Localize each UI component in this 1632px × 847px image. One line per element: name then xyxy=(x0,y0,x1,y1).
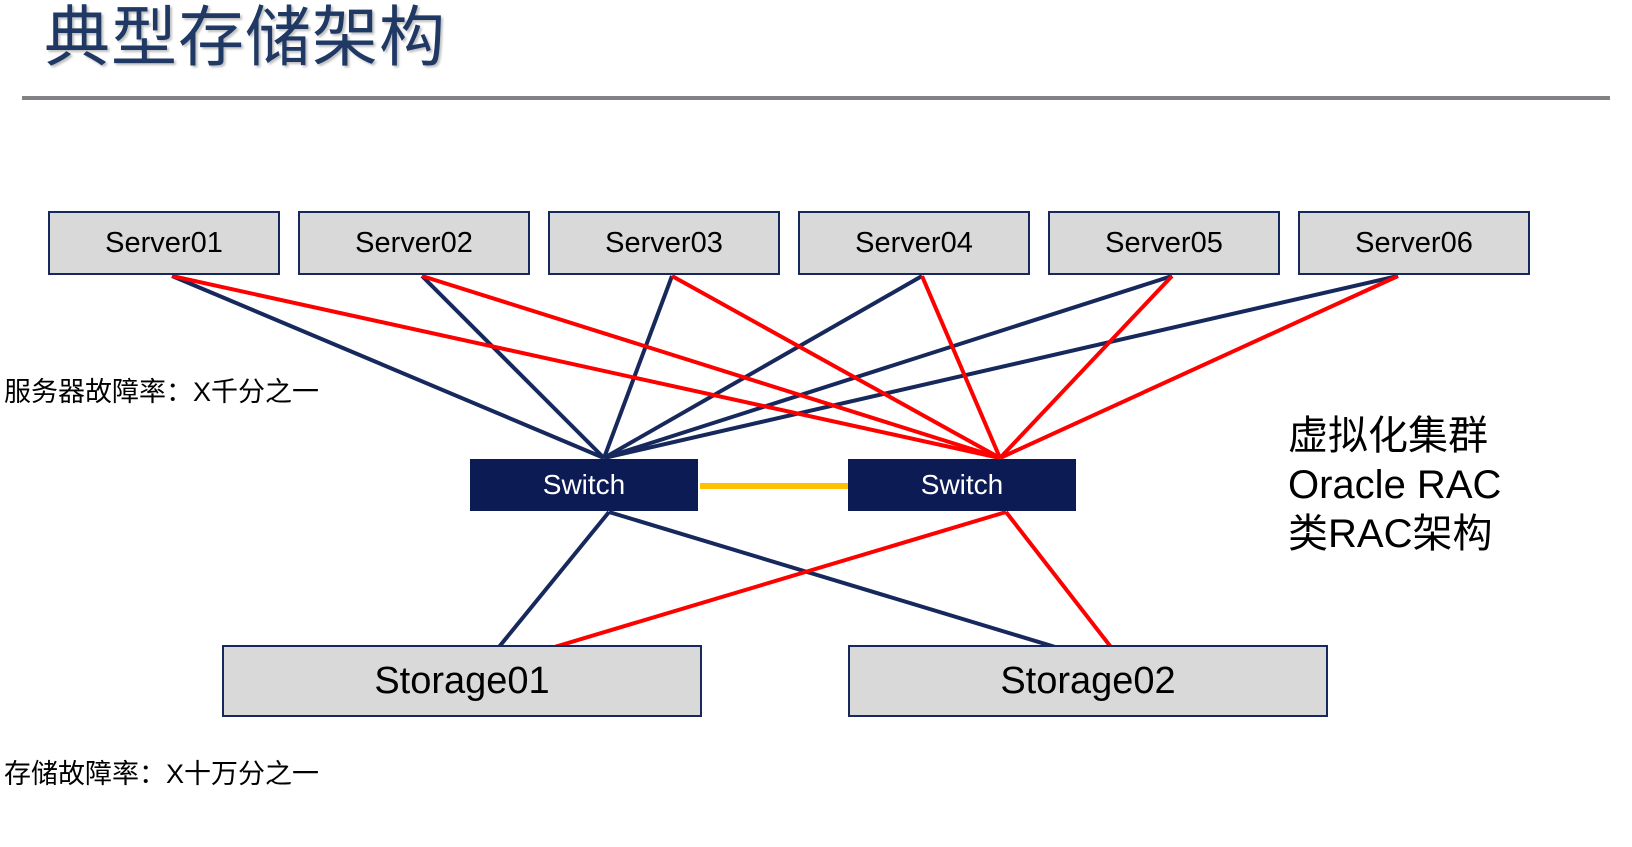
server-node-1[interactable]: Server01 xyxy=(48,211,280,275)
switch-node-label: Switch xyxy=(542,469,626,500)
link-server04-to-switch-b xyxy=(920,275,1002,459)
link-server02-to-switch-a xyxy=(420,274,606,460)
link-server06-to-switch-a xyxy=(603,274,1399,460)
server-node-3[interactable]: Server03 xyxy=(548,211,780,275)
switch-node-1[interactable]: Switch xyxy=(470,459,698,511)
link-server05-to-switch-b xyxy=(998,274,1174,460)
link-switch-a-to-storage01 xyxy=(479,510,611,671)
server-node-6[interactable]: Server06 xyxy=(1298,211,1530,275)
cluster-note: 虚拟化集群 Oracle RAC 类RAC架构 xyxy=(1288,412,1501,558)
server-node-label: Server04 xyxy=(855,226,973,259)
switch-node-2[interactable]: Switch xyxy=(848,459,1076,511)
link-server04-to-switch-a xyxy=(603,274,923,460)
link-server03-to-switch-a xyxy=(602,275,674,459)
page-title: 典型存储架构 xyxy=(44,0,446,74)
server-node-label: Server05 xyxy=(1105,226,1223,259)
server-failure-rate-label: 服务器故障率：X千分之一 xyxy=(4,377,320,407)
link-server01-to-switch-b xyxy=(171,274,1001,460)
storage-failure-rate-label: 存储故障率：X十万分之一 xyxy=(4,759,320,789)
server-to-switch-b-links xyxy=(171,274,1399,460)
switch-node-label: Switch xyxy=(920,469,1004,500)
storage-node-label: Storage02 xyxy=(1000,659,1176,702)
title-divider xyxy=(22,96,1610,100)
link-server02-to-switch-b xyxy=(421,274,1001,460)
switch-to-storage-links xyxy=(479,510,1130,671)
link-server01-to-switch-a xyxy=(171,274,605,460)
storage-node-1[interactable]: Storage01 xyxy=(222,645,702,717)
link-switch-b-to-storage02 xyxy=(1004,510,1130,671)
cluster-note-line-3: 类RAC架构 xyxy=(1288,511,1493,556)
cluster-note-line-2: Oracle RAC xyxy=(1288,462,1502,507)
server-node-label: Server02 xyxy=(355,226,473,259)
cluster-note-line-1: 虚拟化集群 xyxy=(1288,414,1488,458)
server-to-switch-a-links xyxy=(171,274,1399,460)
link-switch-b-to-storage01 xyxy=(480,510,1007,671)
server-node-label: Server01 xyxy=(105,226,223,259)
storage-node-2[interactable]: Storage02 xyxy=(848,645,1328,717)
link-server03-to-switch-b xyxy=(671,274,1001,460)
server-node-label: Server03 xyxy=(605,226,723,259)
server-node-4[interactable]: Server04 xyxy=(798,211,1030,275)
storage-node-label: Storage01 xyxy=(374,659,550,702)
server-node-5[interactable]: Server05 xyxy=(1048,211,1280,275)
link-switch-a-to-storage02 xyxy=(608,510,1129,671)
link-server05-to-switch-a xyxy=(603,274,1173,460)
server-node-label: Server06 xyxy=(1355,226,1473,259)
link-server06-to-switch-b xyxy=(999,274,1399,460)
server-node-2[interactable]: Server02 xyxy=(298,211,530,275)
